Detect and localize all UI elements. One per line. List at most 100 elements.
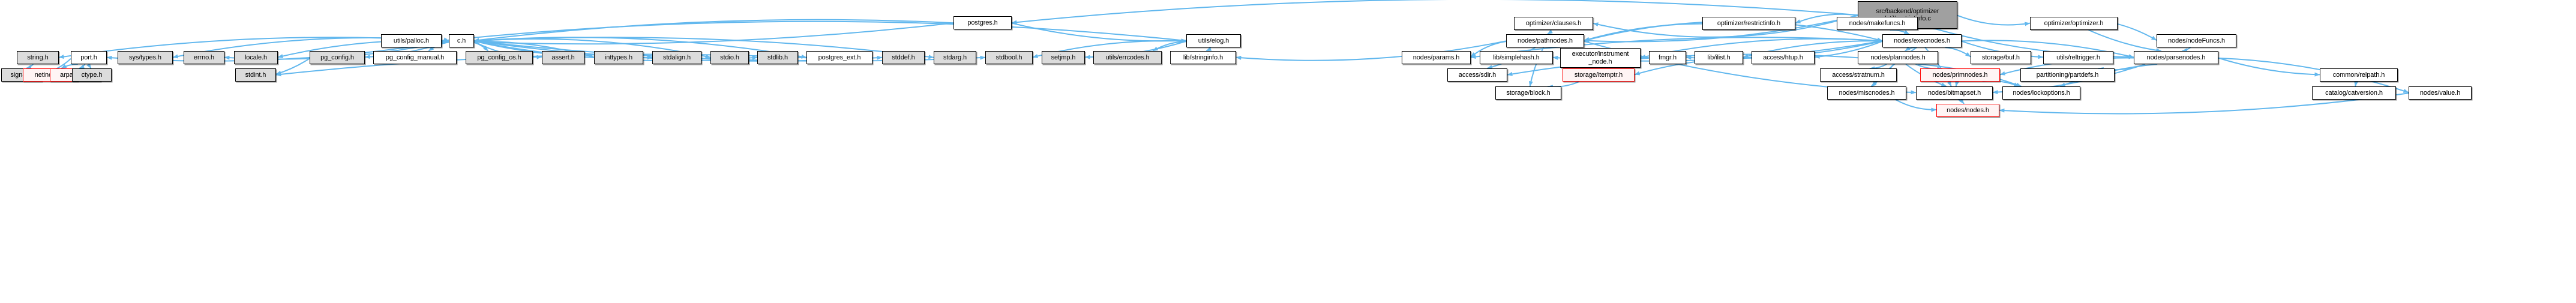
graph-node-optopt[interactable]: optimizer/optimizer.h [2030, 17, 2118, 30]
graph-node-optclauses[interactable]: optimizer/clauses.h [1514, 17, 1593, 30]
graph-node-asserth[interactable]: assert.h [542, 51, 584, 64]
graph-edge [1584, 23, 1703, 41]
graph-edge [2117, 23, 2157, 41]
graph-edge [1955, 80, 1959, 87]
graph-node-label: stdio.h [720, 53, 739, 61]
graph-node-block[interactable]: storage/block.h [1495, 86, 1561, 100]
graph-node-errcodes[interactable]: utils/errcodes.h [1093, 51, 1162, 64]
graph-node-instrument[interactable]: executor/instrument _node.h [1560, 48, 1641, 68]
graph-node-label: optimizer/clauses.h [1525, 19, 1582, 27]
graph-edge [1945, 47, 1971, 58]
graph-node-itemptr[interactable]: storage/itemptr.h [1563, 68, 1635, 82]
graph-node-setjmp[interactable]: setjmp.h [1042, 51, 1085, 64]
graph-node-bitmapset[interactable]: nodes/bitmapset.h [1916, 86, 1993, 100]
graph-node-label: nodes/miscnodes.h [1839, 89, 1895, 97]
graph-node-localeh[interactable]: locale.h [234, 51, 278, 64]
graph-node-valueh[interactable]: nodes/value.h [2409, 86, 2472, 100]
graph-node-pgext[interactable]: postgres_ext.h [806, 51, 872, 64]
graph-node-label: stdint.h [245, 71, 266, 79]
graph-node-nodesh[interactable]: nodes/nodes.h [1936, 104, 1999, 117]
graph-node-storagebuf[interactable]: storage/buf.h [1971, 51, 2031, 64]
graph-node-miscnodes[interactable]: nodes/miscnodes.h [1827, 86, 1906, 100]
graph-node-stdlib[interactable]: stdlib.h [757, 51, 798, 64]
graph-node-label: nodes/parsenodes.h [2146, 53, 2206, 61]
graph-node-pgconfos[interactable]: pg_config_os.h [466, 51, 533, 64]
graph-node-simplehash[interactable]: lib/simplehash.h [1480, 51, 1553, 64]
graph-node-fmgr[interactable]: fmgr.h [1649, 51, 1686, 64]
graph-node-sdir[interactable]: access/sdir.h [1447, 68, 1507, 82]
graph-node-label: storage/buf.h [1982, 53, 2020, 61]
graph-node-parsenodes[interactable]: nodes/parsenodes.h [2134, 51, 2218, 64]
graph-node-stdbool[interactable]: stdbool.h [985, 51, 1033, 64]
graph-node-label: nodes/value.h [2419, 89, 2461, 97]
graph-node-stdio[interactable]: stdio.h [710, 51, 749, 64]
graph-node-errnoh[interactable]: errno.h [184, 51, 224, 64]
graph-node-label: lib/simplehash.h [1493, 53, 1540, 61]
graph-node-reltrigger[interactable]: utils/reltrigger.h [2043, 51, 2113, 64]
graph-edge [2354, 81, 2359, 87]
graph-node-label: postgres_ext.h [818, 53, 861, 61]
graph-edge [1869, 64, 1887, 71]
graph-node-ctypeh[interactable]: ctype.h [72, 68, 112, 82]
graph-edge [473, 19, 954, 43]
graph-node-label: nodes/primnodes.h [1932, 71, 1988, 79]
graph-node-stringinfo[interactable]: lib/stringinfo.h [1170, 51, 1236, 64]
graph-node-label: nodes/nodes.h [1947, 106, 1989, 114]
graph-edge [1152, 41, 1187, 52]
graph-edge [79, 64, 86, 69]
graph-node-palloc[interactable]: utils/palloc.h [381, 34, 442, 47]
graph-edge [1895, 99, 1937, 112]
graph-node-params[interactable]: nodes/params.h [1402, 51, 1471, 64]
graph-node-label: stdalign.h [662, 53, 691, 61]
graph-node-label: common/relpath.h [2332, 71, 2385, 79]
graph-edge [2218, 57, 2320, 77]
graph-node-label: sys/types.h [129, 53, 161, 61]
graph-node-htup[interactable]: access/htup.h [1752, 51, 1815, 64]
graph-node-label: fmgr.h [1659, 53, 1677, 61]
graph-node-stratnum[interactable]: access/stratnum.h [1820, 68, 1897, 82]
graph-node-lockoptions[interactable]: nodes/lockoptions.h [2002, 86, 2080, 100]
graph-node-catversion[interactable]: catalog/catversion.h [2312, 86, 2396, 100]
graph-node-postgres[interactable]: postgres.h [953, 16, 1012, 29]
graph-node-inttypes[interactable]: inttypes.h [594, 51, 643, 64]
graph-node-stringh[interactable]: string.h [17, 51, 59, 64]
graph-edge [1957, 14, 2031, 26]
graph-node-label: lib/stringinfo.h [1183, 53, 1223, 61]
graph-node-systypes[interactable]: sys/types.h [118, 51, 173, 64]
graph-node-partdefs[interactable]: partitioning/partdefs.h [2020, 68, 2115, 82]
graph-node-nodefuncs[interactable]: nodes/nodeFuncs.h [2157, 34, 2236, 47]
graph-node-elog[interactable]: utils/elog.h [1186, 34, 1241, 47]
graph-node-label: nodes/nodeFuncs.h [2168, 37, 2225, 44]
graph-node-makefuncs[interactable]: nodes/makefuncs.h [1837, 17, 1918, 30]
graph-edge [86, 62, 92, 69]
graph-node-plannodes[interactable]: nodes/plannodes.h [1858, 51, 1938, 64]
graph-node-label: catalog/catversion.h [2325, 89, 2383, 97]
graph-node-stdint[interactable]: stdint.h [235, 68, 276, 82]
graph-node-primnodes[interactable]: nodes/primnodes.h [1920, 68, 2000, 82]
graph-node-ch[interactable]: c.h [449, 34, 474, 47]
graph-node-pgconfig[interactable]: pg_config.h [310, 51, 365, 64]
graph-edge [473, 41, 489, 52]
graph-edge [1547, 29, 1553, 35]
graph-node-optrestr[interactable]: optimizer/restrictinfo.h [1702, 17, 1795, 30]
graph-edge [441, 37, 449, 42]
graph-node-label: nodes/execnodes.h [1894, 37, 1950, 44]
graph-node-label: pg_config.h [320, 53, 354, 61]
graph-node-stdarg[interactable]: stdarg.h [934, 51, 976, 64]
graph-edge [441, 20, 1187, 43]
graph-node-stddef[interactable]: stddef.h [882, 51, 925, 64]
graph-node-label: nodes/plannodes.h [1870, 53, 1926, 61]
graph-edge [2088, 29, 2162, 53]
graph-node-pgconfman[interactable]: pg_config_manual.h [373, 51, 457, 64]
graph-node-label: access/sdir.h [1458, 71, 1497, 79]
graph-node-execnodes[interactable]: nodes/execnodes.h [1882, 34, 1962, 47]
graph-node-stdalign[interactable]: stdalign.h [652, 51, 701, 64]
graph-node-porth[interactable]: port.h [71, 51, 107, 64]
graph-node-relpath[interactable]: common/relpath.h [2320, 68, 2398, 82]
graph-node-pathnodes[interactable]: nodes/pathnodes.h [1506, 34, 1584, 47]
graph-node-ilist[interactable]: lib/ilist.h [1695, 51, 1743, 64]
graph-node-label: nodes/pathnodes.h [1518, 37, 1573, 44]
graph-node-label: inttypes.h [604, 53, 633, 61]
graph-edge [26, 64, 34, 69]
